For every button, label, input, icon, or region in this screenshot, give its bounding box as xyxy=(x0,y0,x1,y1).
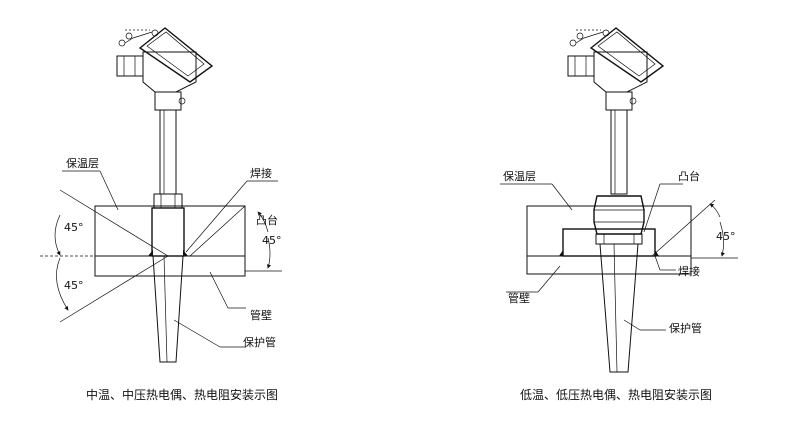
left-pipe-wall xyxy=(94,255,246,277)
left-stem xyxy=(151,109,185,257)
right-label-angle-right: 45° xyxy=(716,230,736,243)
right-weld-marks xyxy=(559,250,659,256)
left-label-weld: 焊接 xyxy=(250,166,272,180)
right-label-protection-tube: 保护管 xyxy=(669,321,702,335)
left-figure: 保温层 焊接 凸台 45° 45° 45° 管壁 保护管 中温、中压热电偶、热电… xyxy=(40,27,282,402)
right-angle-lines xyxy=(651,199,738,259)
right-label-insulation: 保温层 xyxy=(503,169,536,183)
right-boss xyxy=(562,228,656,257)
right-stem xyxy=(593,109,645,245)
right-protection-tube xyxy=(599,243,639,373)
left-label-boss: 凸台 xyxy=(256,213,278,227)
right-label-boss: 凸台 xyxy=(678,169,700,183)
right-label-pipe-wall: 管壁 xyxy=(508,291,530,305)
right-pipe-wall xyxy=(526,255,692,275)
right-figure: 保温层 凸台 45° 焊接 管壁 保护管 低温、低压热电偶、热电阻安装示图 xyxy=(500,27,738,402)
right-caption: 低温、低压热电偶、热电阻安装示图 xyxy=(520,387,712,402)
left-weld-marks xyxy=(148,250,188,256)
left-label-angle-lower: 45° xyxy=(64,279,84,292)
left-label-protection-tube: 保护管 xyxy=(243,335,276,349)
left-caption: 中温、中压热电偶、热电阻安装示图 xyxy=(86,387,278,402)
left-protection-tube xyxy=(152,255,184,363)
left-label-insulation: 保温层 xyxy=(66,156,99,170)
right-label-weld: 焊接 xyxy=(678,264,700,278)
right-terminal-head xyxy=(567,27,665,111)
left-leader-lines xyxy=(62,170,278,348)
left-label-pipe-wall: 管壁 xyxy=(250,308,272,322)
right-leader-lines xyxy=(500,183,683,331)
left-insulation-block xyxy=(94,205,246,257)
left-angle-lines xyxy=(40,189,282,323)
left-terminal-head xyxy=(116,27,214,111)
left-label-angle-right: 45° xyxy=(262,234,282,247)
right-insulation-block xyxy=(526,205,692,257)
left-label-angle-upper: 45° xyxy=(64,221,84,234)
